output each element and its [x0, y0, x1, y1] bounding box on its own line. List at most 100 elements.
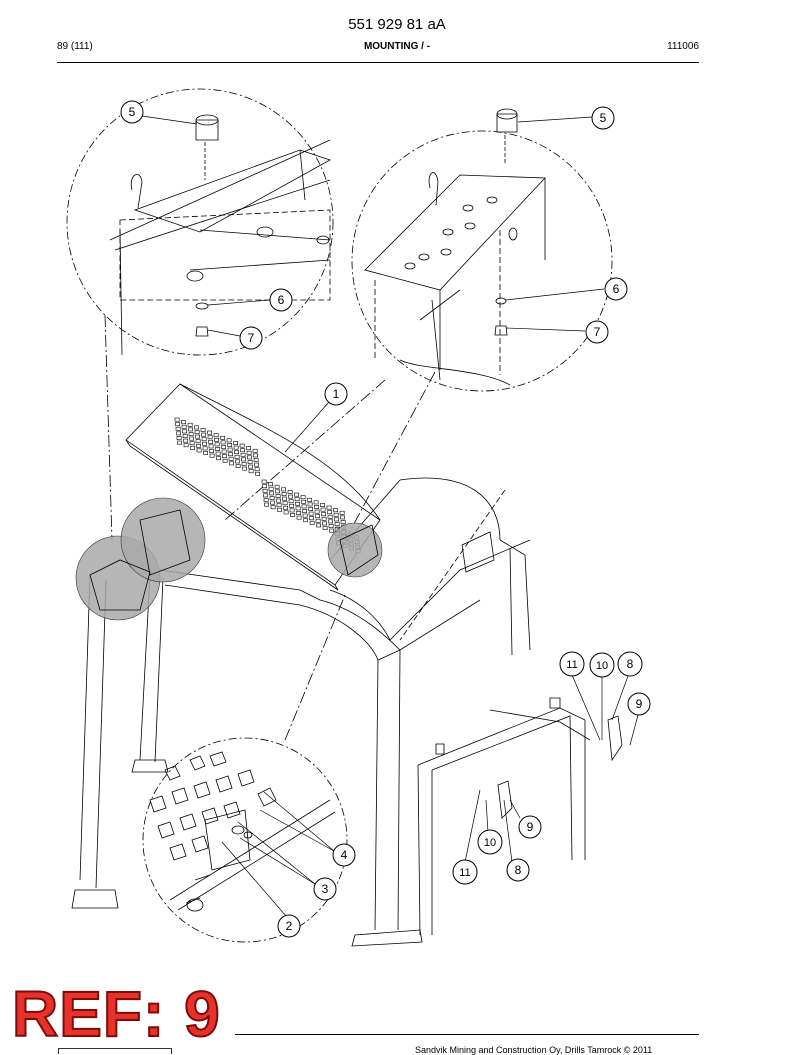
callout-balloons: 5 5 6 6 7 7 1 11 10 8 9 9 10 8 11 4 3 2	[120, 100, 651, 938]
cover-perforations	[174, 417, 361, 554]
section-title: MOUNTING / -	[363, 41, 431, 52]
perforation-hole	[207, 435, 213, 440]
perforation-hole	[333, 512, 339, 517]
perforation-hole	[277, 507, 282, 512]
perforation-hole	[275, 489, 280, 494]
perforation-hole	[242, 466, 247, 471]
callout-5: 5	[120, 100, 144, 124]
perforation-hole	[220, 440, 226, 445]
document-code: 111006	[667, 41, 699, 52]
perforation-hole	[302, 513, 308, 518]
perforation-hole	[321, 512, 326, 517]
perforation-hole	[227, 443, 232, 447]
callout-2: 2	[277, 914, 301, 938]
perforation-hole	[248, 469, 254, 474]
perforation-hole	[269, 496, 275, 500]
perforation-hole	[276, 503, 282, 508]
perforation-hole	[281, 487, 286, 492]
perforation-hole	[282, 501, 288, 506]
perforation-hole	[188, 427, 193, 432]
perforation-hole	[253, 453, 258, 458]
callout-6: 6	[269, 288, 293, 312]
perforation-hole	[263, 493, 268, 498]
perforation-hole	[326, 505, 332, 510]
svg-text:1: 1	[333, 387, 340, 401]
svg-text:5: 5	[600, 111, 607, 125]
callout-leaders	[141, 115, 639, 917]
perforation-hole	[253, 458, 259, 462]
perforation-hole	[201, 432, 206, 437]
perforation-hole	[247, 455, 252, 460]
perforation-hole	[189, 441, 195, 446]
detail-view-bottom	[142, 737, 348, 943]
svg-text:11: 11	[459, 867, 470, 879]
perforation-hole	[209, 453, 215, 458]
perforation-hole	[322, 526, 328, 530]
perforation-hole	[234, 450, 239, 455]
perforation-hole	[340, 520, 346, 524]
svg-text:9: 9	[636, 697, 643, 711]
perforation-hole	[222, 458, 228, 463]
detail-view-top-right	[351, 108, 613, 392]
perforation-hole	[327, 514, 333, 519]
perforation-hole	[290, 513, 295, 517]
callout-8: 8	[506, 858, 530, 882]
perforation-hole	[334, 517, 339, 522]
perforation-hole	[301, 499, 306, 504]
reference-stamp: REF: 9	[11, 978, 221, 1050]
perforation-hole	[194, 430, 200, 434]
perforation-hole	[208, 444, 214, 449]
callout-8: 8	[617, 651, 643, 677]
perforation-hole	[209, 449, 214, 453]
perforation-hole	[215, 447, 220, 451]
perforation-hole	[175, 426, 181, 431]
perforation-hole	[294, 497, 300, 502]
perforation-hole	[328, 519, 333, 524]
perforation-hole	[296, 515, 302, 520]
perforation-hole	[241, 457, 246, 462]
perforation-hole	[214, 437, 219, 442]
perforation-hole	[262, 484, 267, 489]
perforation-hole	[276, 498, 281, 503]
callout-10: 10	[589, 652, 615, 678]
perforation-hole	[234, 454, 240, 459]
perforation-hole	[233, 441, 238, 445]
perforation-hole	[240, 452, 246, 457]
svg-text:6: 6	[278, 293, 285, 307]
svg-text:8: 8	[627, 657, 634, 671]
perforation-hole	[321, 516, 327, 521]
perforation-hole	[189, 436, 194, 441]
perforation-hole	[216, 456, 221, 461]
perforation-hole	[200, 428, 206, 432]
perforation-hole	[333, 508, 338, 513]
perforation-hole	[222, 454, 227, 459]
svg-text:3: 3	[322, 882, 329, 896]
perforation-hole	[289, 508, 295, 513]
perforation-hole	[182, 429, 187, 434]
clamp-hardware	[435, 697, 623, 819]
perforation-hole	[239, 443, 245, 448]
perforation-hole	[307, 497, 312, 502]
perforation-hole	[289, 503, 294, 508]
perforation-hole	[294, 492, 299, 497]
perforation-hole	[228, 456, 234, 461]
alignment-lines	[104, 314, 436, 741]
perforation-hole	[221, 445, 226, 449]
perforation-hole	[322, 521, 327, 526]
perforation-hole	[246, 446, 251, 451]
perforation-hole	[176, 431, 181, 436]
perforation-hole	[233, 445, 239, 450]
perforation-hole	[255, 471, 260, 476]
perforation-hole	[316, 523, 321, 528]
perforation-hole	[196, 448, 202, 453]
perforation-hole	[283, 505, 288, 510]
perforation-hole	[328, 524, 334, 528]
callout-6: 6	[604, 277, 628, 301]
perforation-hole	[308, 507, 313, 511]
perforation-hole	[329, 528, 334, 533]
perforation-hole	[283, 510, 289, 515]
svg-text:5: 5	[129, 105, 136, 119]
perforation-hole	[254, 462, 259, 467]
callout-7: 7	[585, 320, 609, 344]
exploded-assembly-drawing: 5 5 6 6 7 7 1 11 10 8 9 9 10 8 11 4 3 2	[66, 88, 651, 947]
